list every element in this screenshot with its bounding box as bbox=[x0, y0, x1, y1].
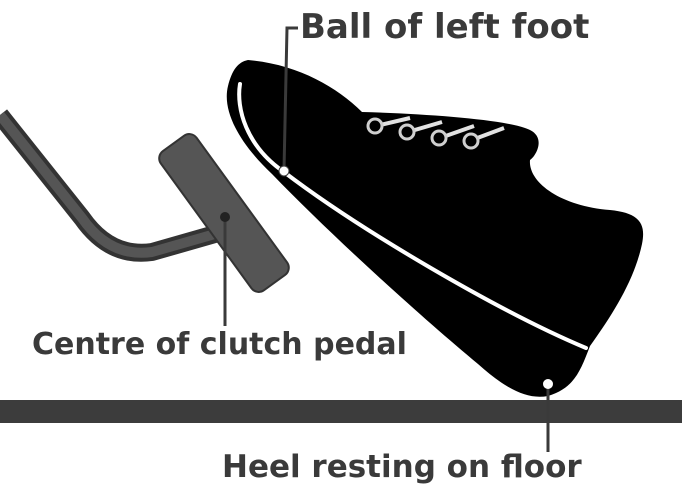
marker-heel bbox=[543, 379, 553, 389]
shoe-icon bbox=[226, 60, 644, 397]
floor bbox=[0, 400, 682, 423]
leader-line-ball bbox=[282, 26, 298, 171]
marker-pedal bbox=[220, 212, 230, 222]
label-ball-of-left-foot: Ball of left foot bbox=[300, 7, 590, 47]
eyelet bbox=[462, 132, 480, 150]
eyelet bbox=[366, 117, 384, 135]
label-heel-resting-on-floor: Heel resting on floor bbox=[222, 449, 582, 485]
eyelet bbox=[430, 129, 448, 147]
shoe-sole-stripe bbox=[237, 82, 588, 350]
label-centre-of-clutch-pedal: Centre of clutch pedal bbox=[32, 327, 407, 362]
marker-ball bbox=[278, 165, 290, 177]
eyelet bbox=[398, 123, 416, 141]
clutch-pedal-arm-highlight bbox=[0, 111, 224, 258]
shoe-body bbox=[226, 60, 644, 397]
shoe-laces bbox=[366, 116, 505, 150]
